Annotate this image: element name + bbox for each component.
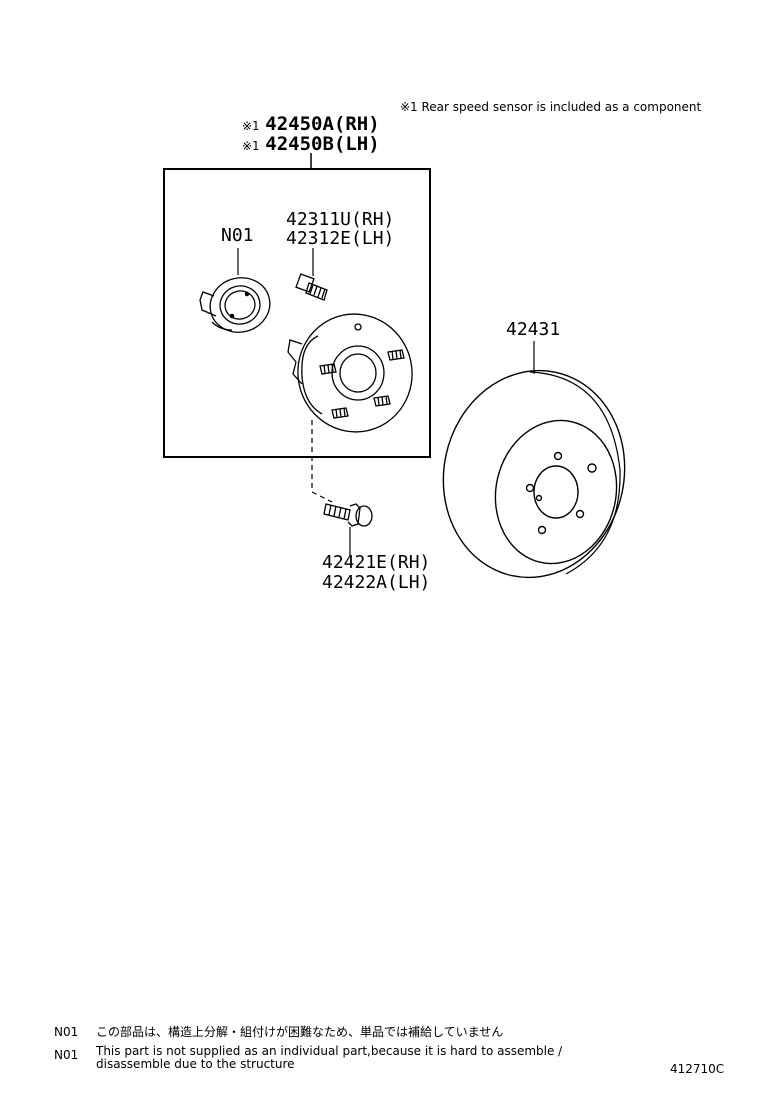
speed-sensor-drawing xyxy=(199,277,271,333)
footnote-code-jp: N01 xyxy=(54,1025,79,1039)
n01-label: N01 xyxy=(221,225,254,246)
assembly-marker: ※1 xyxy=(242,139,260,153)
stud-part-number-rh: 42311U(RH) xyxy=(286,209,395,230)
hub-stud-drawing xyxy=(295,273,328,301)
hub-flange-drawing xyxy=(287,313,413,433)
footnote-text-jp: この部品は、構造上分解・組付けが困難なため、単品では補給していません xyxy=(96,1025,504,1039)
bolt-part-number-rh: 42421E(RH) xyxy=(322,552,431,573)
assembly-box xyxy=(163,168,431,458)
footnote-text-en-cont: disassemble due to the structure xyxy=(96,1057,295,1071)
stud-part-number-lh: 42312E(LH) xyxy=(286,228,395,249)
bolt-guide-dashed xyxy=(311,420,333,503)
footnote-code-en: N01 xyxy=(54,1048,79,1062)
disc-rotor-drawing xyxy=(442,369,626,579)
sensor-component-note: ※1 Rear speed sensor is included as a co… xyxy=(400,100,702,114)
assembly-marker: ※1 xyxy=(242,119,260,133)
bolt-part-number-lh: 42422A(LH) xyxy=(322,572,431,593)
illustration-id: 412710C xyxy=(670,1062,725,1076)
footnote-text-en: This part is not supplied as an individu… xyxy=(96,1044,563,1058)
disc-part-number: 42431 xyxy=(506,319,561,340)
hub-bolt-drawing xyxy=(323,503,373,527)
